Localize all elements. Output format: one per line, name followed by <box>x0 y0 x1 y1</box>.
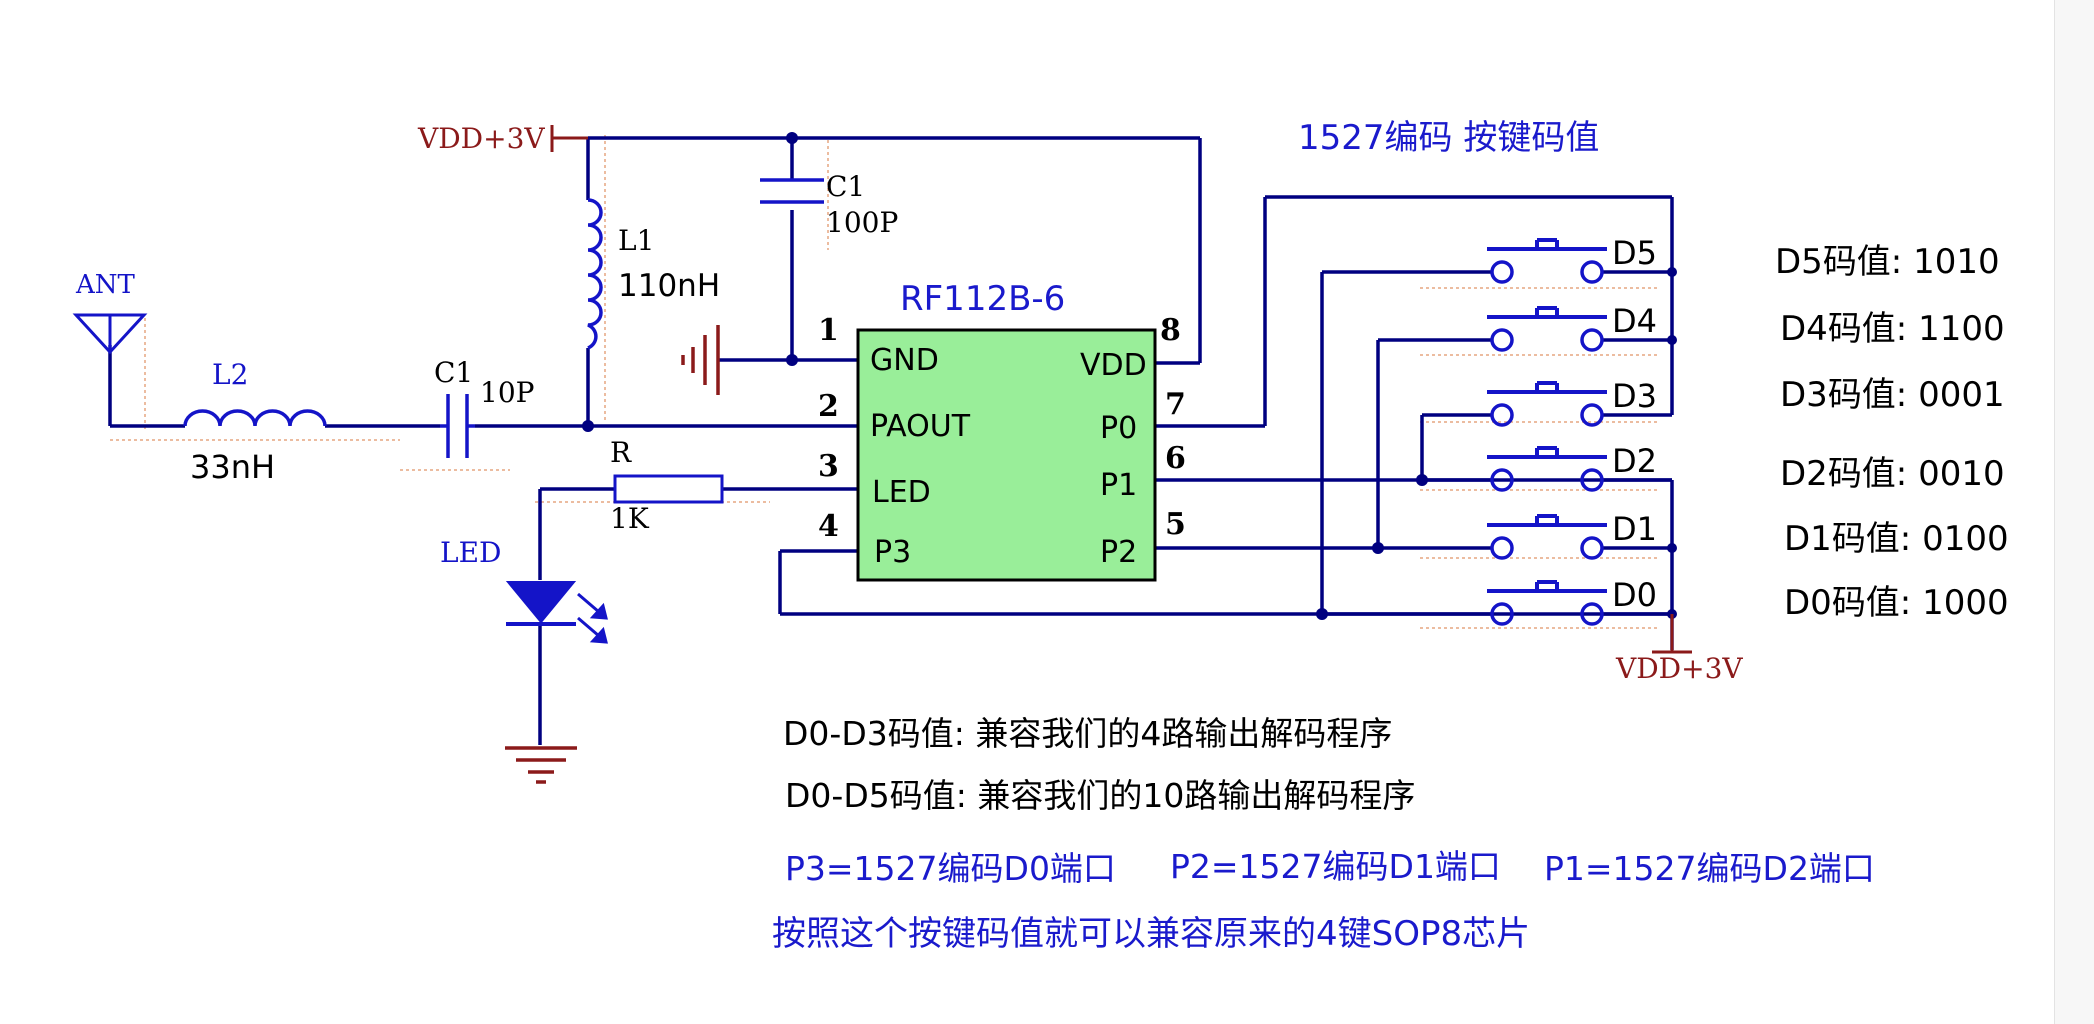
junctions <box>582 132 1677 620</box>
port-p2: P2=1527编码D1端口 <box>1170 847 1501 886</box>
inductor-l1 <box>587 198 603 350</box>
window-scrollbar[interactable] <box>2054 0 2094 1024</box>
push-button-d4: D4 <box>1487 302 1657 352</box>
pin-label-gnd: GND <box>870 343 939 378</box>
pin-num-3: 3 <box>818 449 839 484</box>
button-label-d5: D5 <box>1612 234 1657 272</box>
code-values: D5码值: 1010 D4码值: 1100 D3码值: 0001 D2码值: 0… <box>1775 242 2009 623</box>
pin-label-p0: P0 <box>1100 411 1137 446</box>
led-diode-icon <box>505 581 608 644</box>
vdd-top-label: VDD+3V <box>417 122 545 155</box>
vdd-bottom-label: VDD+3V <box>1615 652 1743 685</box>
push-button-d0: D0 <box>1487 576 1657 626</box>
pin-label-p2: P2 <box>1100 535 1137 570</box>
port-p1: P1=1527编码D2端口 <box>1544 849 1875 888</box>
antenna-icon <box>72 313 148 355</box>
pin-num-7: 7 <box>1165 387 1186 422</box>
pin-num-5: 5 <box>1165 507 1186 542</box>
gnd-led-symbol <box>505 746 577 784</box>
c2-ref: C1 <box>434 356 473 389</box>
port-p3: P3=1527编码D0端口 <box>785 849 1116 888</box>
capacitor-c1 <box>760 178 824 204</box>
capacitor-c2 <box>440 394 475 458</box>
led-label: LED <box>440 536 501 569</box>
pin-label-p1: P1 <box>1100 468 1137 503</box>
code-d1: D1码值: 0100 <box>1784 519 2009 559</box>
pin-num-6: 6 <box>1165 441 1186 476</box>
vdd-bottom-symbol: VDD+3V <box>1615 614 1743 685</box>
c1-value: 100P <box>826 206 898 239</box>
vdd-top-symbol: VDD+3V <box>417 122 588 155</box>
resistor-r <box>613 474 724 504</box>
pin-label-vdd: VDD <box>1080 348 1147 383</box>
code-d5: D5码值: 1010 <box>1775 242 2000 282</box>
c1-ref: C1 <box>826 170 865 203</box>
r-ref: R <box>610 436 632 469</box>
l2-value: 33nH <box>190 448 275 486</box>
r-value: 1K <box>610 502 650 535</box>
code-d2: D2码值: 0010 <box>1780 454 2005 494</box>
button-label-d4: D4 <box>1612 302 1657 340</box>
footer-note: 按照这个按键码值就可以兼容原来的4键SOP8芯片 <box>772 914 1530 954</box>
push-button-d1: D1 <box>1487 510 1657 560</box>
pin-label-led: LED <box>872 475 931 510</box>
inductor-l2 <box>183 409 327 427</box>
button-label-d0: D0 <box>1612 576 1657 614</box>
code-d4: D4码值: 1100 <box>1780 309 2005 349</box>
l1-value: 110nH <box>618 268 720 304</box>
code-d0: D0码值: 1000 <box>1784 583 2009 623</box>
pin-label-paout: PAOUT <box>870 409 971 444</box>
push-button-d5: D5 <box>1487 234 1657 284</box>
gnd-chip-symbol <box>681 325 720 395</box>
ant-label: ANT <box>75 270 136 300</box>
push-button-d3: D3 <box>1487 377 1657 427</box>
note-d0-d3: D0-D3码值: 兼容我们的4路输出解码程序 <box>783 714 1392 753</box>
push-button-d2: D2 <box>1487 442 1657 492</box>
wires <box>108 136 1674 745</box>
chip-rf112b: RF112B-6 GND PAOUT LED P3 VDD P0 P1 P2 1… <box>818 279 1186 582</box>
button-label-d1: D1 <box>1612 510 1657 548</box>
c2-value: 10P <box>480 376 534 409</box>
button-label-d3: D3 <box>1612 377 1657 415</box>
button-label-d2: D2 <box>1612 442 1657 480</box>
buttons-title: 1527编码 按键码值 <box>1298 118 1599 158</box>
pin-num-8: 8 <box>1160 313 1181 348</box>
l1-ref: L1 <box>618 224 654 257</box>
chip-title: RF112B-6 <box>900 279 1065 319</box>
l2-ref: L2 <box>212 358 248 391</box>
pin-num-4: 4 <box>818 509 839 544</box>
note-d0-d5: D0-D5码值: 兼容我们的10路输出解码程序 <box>785 776 1415 815</box>
code-d3: D3码值: 0001 <box>1780 375 2005 415</box>
hatch-traces <box>110 135 1660 629</box>
pin-num-2: 2 <box>818 389 839 424</box>
pin-num-1: 1 <box>818 313 839 348</box>
pin-label-p3: P3 <box>874 535 911 570</box>
